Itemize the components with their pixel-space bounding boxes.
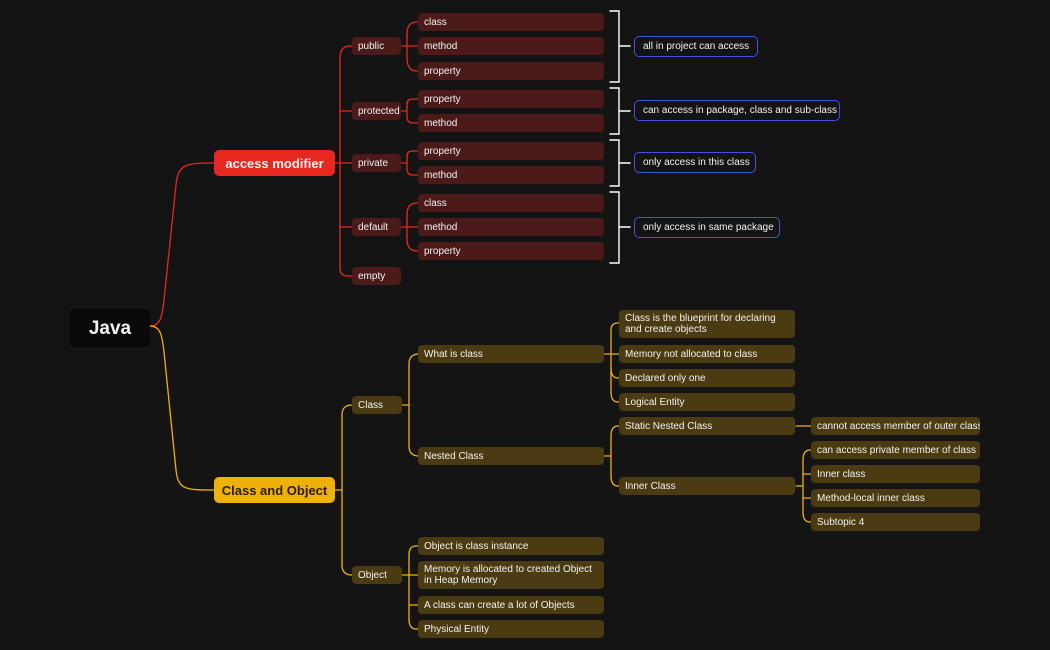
class-creates-objects-node[interactable]: A class can create a lot of Objects: [418, 596, 604, 614]
method-local-inner-class-node[interactable]: Method-local inner class: [811, 489, 980, 507]
empty-node[interactable]: empty: [352, 267, 401, 285]
nested-class-node[interactable]: Nested Class: [418, 447, 604, 465]
default-class-node[interactable]: class: [418, 194, 604, 212]
what-is-class-node[interactable]: What is class: [418, 345, 604, 363]
protected-note[interactable]: can access in package, class and sub-cla…: [634, 100, 840, 121]
default-node[interactable]: default: [352, 218, 401, 236]
default-property-node[interactable]: property: [418, 242, 604, 260]
physical-entity-node[interactable]: Physical Entity: [418, 620, 604, 638]
access-modifier-node[interactable]: access modifier: [214, 150, 335, 176]
public-note[interactable]: all in project can access: [634, 36, 758, 57]
class-and-object-node[interactable]: Class and Object: [214, 477, 335, 503]
can-access-private-node[interactable]: can access private member of class: [811, 441, 980, 459]
memory-not-allocated-node[interactable]: Memory not allocated to class: [619, 345, 795, 363]
root-node-java[interactable]: Java: [70, 309, 150, 347]
private-node[interactable]: private: [352, 154, 401, 172]
protected-property-node[interactable]: property: [418, 90, 604, 108]
object-node[interactable]: Object: [352, 566, 402, 584]
public-method-node[interactable]: method: [418, 37, 604, 55]
static-nested-class-node[interactable]: Static Nested Class: [619, 417, 795, 435]
memory-allocated-heap-node[interactable]: Memory is allocated to created Object in…: [418, 561, 604, 589]
public-property-node[interactable]: property: [418, 62, 604, 80]
cannot-access-outer-node[interactable]: cannot access member of outer class: [811, 417, 980, 435]
public-class-node[interactable]: class: [418, 13, 604, 31]
private-property-node[interactable]: property: [418, 142, 604, 160]
inner-class-node[interactable]: Inner Class: [619, 477, 795, 495]
subtopic-4-node[interactable]: Subtopic 4: [811, 513, 980, 531]
private-note[interactable]: only access in this class: [634, 152, 756, 173]
inner-class-sub-node[interactable]: Inner class: [811, 465, 980, 483]
protected-node[interactable]: protected: [352, 102, 401, 120]
default-note[interactable]: only access in same package: [634, 217, 780, 238]
public-node[interactable]: public: [352, 37, 401, 55]
object-is-instance-node[interactable]: Object is class instance: [418, 537, 604, 555]
protected-method-node[interactable]: method: [418, 114, 604, 132]
declared-only-one-node[interactable]: Declared only one: [619, 369, 795, 387]
default-method-node[interactable]: method: [418, 218, 604, 236]
class-blueprint-node[interactable]: Class is the blueprint for declaring and…: [619, 310, 795, 338]
private-method-node[interactable]: method: [418, 166, 604, 184]
class-node[interactable]: Class: [352, 396, 402, 414]
logical-entity-node[interactable]: Logical Entity: [619, 393, 795, 411]
